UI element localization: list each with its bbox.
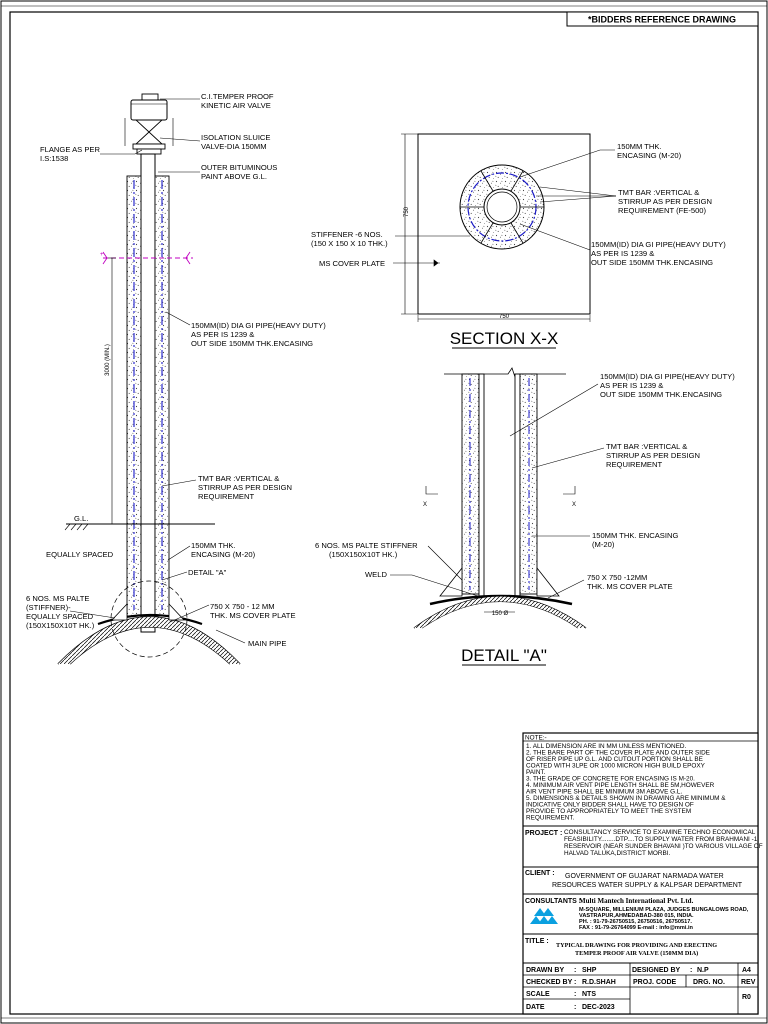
note-line: 1. ALL DIMENSION ARE IN MM UNLESS MENTIO… [526, 743, 686, 750]
section-title: SECTION X-X [450, 329, 559, 348]
inner-border [9, 11, 759, 1015]
drawing-title: TYPICAL DRAWING FOR PROVIDING AND ERECTI… [556, 942, 719, 957]
air-valve-callout: C.I.TEMPER PROOF KINETIC AIR VALVE [201, 92, 276, 110]
detail-encasing-callout: 150MM THK. ENCASING (M-20) [592, 531, 681, 549]
svg-text::: : [574, 991, 576, 998]
cover-plate [97, 613, 203, 626]
stiffener-callout: 6 NOS. MS PALTE (STIFFNER)- EQUALLY SPAC… [26, 594, 95, 630]
detail-title: DETAIL "A" [461, 646, 547, 665]
note-line: PROVIDE TO APPROPRIATELY TO MEET THE SYS… [526, 808, 691, 815]
equally-spaced-label: EQUALLY SPACED [46, 550, 114, 559]
svg-text::: : [574, 967, 576, 974]
client-label: CLIENT : [525, 870, 555, 877]
stiffener-marker: + [100, 251, 193, 265]
note-line: 2. THE BARE PART OF THE COVER PLATE AND … [526, 750, 710, 757]
cover-plate-callout: 750 X 750 - 12 MM THK. MS COVER PLATE [210, 602, 296, 620]
section-mark-right: X [572, 502, 576, 508]
section-dim-horizontal: 750 [499, 314, 510, 320]
scale-value: NTS [582, 991, 596, 998]
stiffener-left [111, 602, 128, 621]
proj-code-label: PROJ. CODE [633, 979, 677, 986]
section-cover-plate-callout: MS COVER PLATE [319, 259, 385, 268]
tmt-callout: TMT BAR :VERTICAL & STIRRUP AS PER DESIG… [198, 474, 294, 501]
section-cut-marks [425, 486, 576, 495]
sluice-valve-callout: ISOLATION SLUICE VALVE-DIA 150MM [201, 133, 273, 151]
section-encasing-callout: 150MM THK. ENCASING (M-20) [617, 142, 682, 160]
note-line: REQUIREMENT. [526, 815, 575, 822]
detail-tmt-callout: TMT BAR :VERTICAL & STIRRUP AS PER DESIG… [606, 442, 702, 469]
detail-a-circle [110, 580, 188, 658]
note-line: 4. MINIMUM AIR VENT PIPE LENGTH SHALL BE… [526, 782, 715, 789]
consultant-address: M-SQUARE, MILLENIUM PLAZA, JUDGES BUNGAL… [579, 907, 750, 931]
encasing-callout: 150MM THK. ENCASING (M-20) [191, 541, 256, 559]
flange-callout: FLANGE AS PER I.S:1538 [40, 145, 102, 163]
detail-pipe-right [514, 373, 521, 603]
detail-pipe-left [478, 373, 485, 603]
svg-text::: : [574, 979, 576, 986]
date-label: DATE [526, 1004, 545, 1011]
note-line: INDICATIVE ONLY BIDDER SHALL HAVE TO DES… [526, 802, 694, 809]
detail-cover-plate-callout: 750 X 750 -12MM THK. MS COVER PLATE [587, 573, 673, 591]
rev-label: REV [741, 979, 756, 986]
notes-title: NOTE:- [525, 735, 547, 742]
detail-a-reference: DETAIL "A" [188, 568, 227, 577]
stiffener-right [168, 602, 185, 621]
detail-stiffener-callout: 6 NOS. MS PALTE STIFFNER (150X150X10T HK… [315, 541, 420, 559]
designed-by-value: N.P [697, 967, 709, 974]
riser-pipe [140, 153, 156, 633]
title-block: NOTE:- 1. ALL DIMENSION ARE IN MM UNLESS… [522, 732, 764, 1015]
reference-label-box: *BIDDERS REFERENCE DRAWING [566, 11, 759, 27]
checked-by-label: CHECKED BY [526, 979, 573, 986]
section-dim-vertical: 750 [404, 206, 410, 217]
note-line: OF RISER PIPE UP G.L. AND CUTOUT PORTION… [526, 756, 703, 763]
pipe-callout: 150MM(ID) DIA GI PIPE(HEAVY DUTY) AS PER… [191, 321, 328, 348]
sheet-size: A4 [742, 967, 751, 974]
project-description: CONSULTANCY SERVICE TO EXAMINE TECHNO EC… [564, 829, 764, 857]
rev-value: R0 [742, 994, 751, 1001]
drawn-by-value: SHP [582, 967, 597, 974]
detail-a-view: X X 150 Ø 150MM(ID) DIA GI PIPE(HEAVY DU… [315, 367, 737, 666]
svg-text:+: + [100, 252, 104, 258]
note-line: PAINT. [526, 769, 546, 776]
note-line: AIR VENT PIPE SHALL BE MINIMUM 3M ABOVE … [526, 789, 682, 796]
drg-no-label: DRG. NO. [693, 979, 725, 986]
svg-text::: : [574, 1004, 576, 1011]
detail-weld-callout: WELD [365, 570, 387, 579]
air-valve-icon [124, 93, 174, 155]
height-dimension: 3000 (MIN.) [105, 344, 111, 376]
ground-level-label: G.L. [74, 514, 88, 523]
drawn-by-label: DRAWN BY [526, 967, 564, 974]
section-pipe-callout: 150MM(ID) DIA GI PIPE(HEAVY DUTY) AS PER… [591, 240, 728, 267]
checked-by-value: R.D.SHAH [582, 979, 616, 986]
consultant-logo-icon [530, 908, 558, 924]
client-description: GOVERNMENT OF GUJARAT NARMADA WATER RESO… [552, 873, 743, 889]
date-value: DEC-2023 [582, 1004, 615, 1011]
section-stiffener-callout: STIFFENER -6 NOS. (150 X 150 X 10 THK.) [311, 230, 388, 248]
section-mark-left: X [423, 502, 427, 508]
main-pipe-label: MAIN PIPE [248, 639, 286, 648]
designed-by-label: DESIGNED BY [632, 967, 681, 974]
detail-pipe-dimension: 150 Ø [492, 611, 509, 617]
main-pipe-inner [69, 626, 231, 665]
consultants-label: CONSULTANTS : [525, 898, 581, 905]
svg-text::: : [690, 967, 692, 974]
section-tmt-callout: TMT BAR :VERTICAL & STIRRUP AS PER DESIG… [618, 188, 714, 215]
bitumen-callout: OUTER BITUMINOUS PAINT ABOVE G.L. [201, 163, 280, 181]
note-line: COATED WITH 3LPE OR 1000 MICRON HIGH BUI… [526, 763, 706, 770]
section-xx-view: 750 750 150MM THK. ENCASING (M-20) TMT B… [311, 133, 728, 349]
elevation-view: + G.L. 3000 (MIN.) [26, 92, 328, 665]
detail-encasing-right [519, 373, 538, 595]
consultant-name: Multi Mantech International Pvt. Ltd. [579, 897, 694, 905]
reference-label: *BIDDERS REFERENCE DRAWING [588, 15, 736, 25]
note-line: 3. THE GRADE OF CONCRETE FOR ENCASING IS… [526, 776, 695, 783]
detail-pipe-callout: 150MM(ID) DIA GI PIPE(HEAVY DUTY) AS PER… [600, 372, 737, 399]
note-line: 5. DIMENSIONS & DETAILS SHOWN IN DRAWING… [526, 795, 726, 802]
scale-label: SCALE [526, 991, 550, 998]
title-label: TITLE : [525, 938, 549, 945]
project-label: PROJECT : [525, 830, 562, 837]
notes-list: 1. ALL DIMENSION ARE IN MM UNLESS MENTIO… [526, 743, 726, 822]
